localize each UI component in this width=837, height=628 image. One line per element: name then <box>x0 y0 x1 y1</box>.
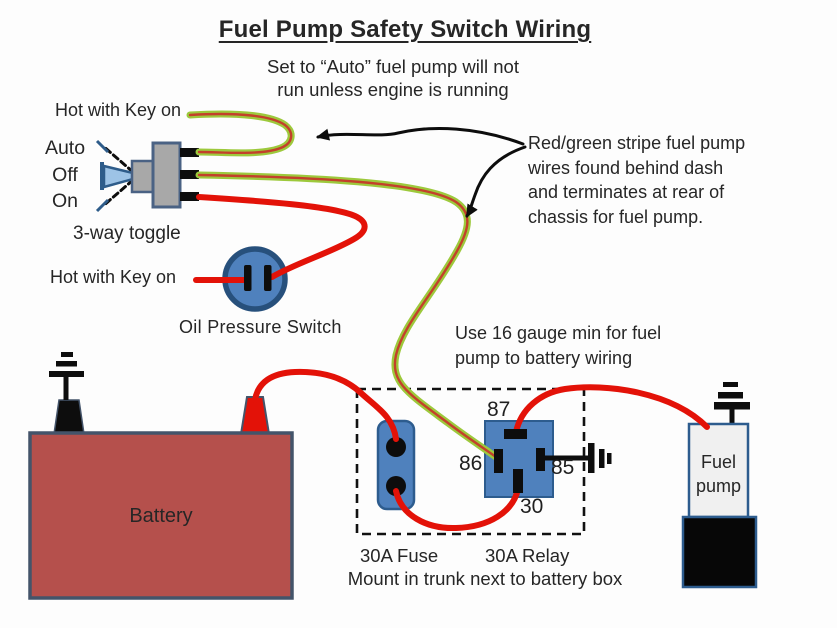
hot-with-key-on-bottom-label: Hot with Key on <box>50 267 177 287</box>
wire-toggle-to-oil-switch <box>196 194 368 280</box>
wire-gauge-note: Use 16 gauge min for fuel pump to batter… <box>455 321 695 370</box>
ground-icon <box>544 443 612 473</box>
relay-pin-85 <box>536 448 545 471</box>
relay-pin-86-label: 86 <box>459 452 483 475</box>
note-line: pump to battery wiring <box>455 347 633 368</box>
relay-pin-30 <box>513 469 523 493</box>
relay-pin-85-label: 85 <box>551 456 575 479</box>
wire-fuse-to-relay-30 <box>393 486 521 532</box>
toggle-body <box>151 141 182 209</box>
note-line: Use 16 gauge min for fuel <box>455 323 662 343</box>
note-line: chassis for fuel pump. <box>528 206 704 227</box>
wire-battery-to-fuse <box>252 368 399 442</box>
fuse-label: 30A Fuse <box>360 545 439 566</box>
oil-switch-terminal-right <box>264 265 272 291</box>
mount-note: Mount in trunk next to battery box <box>347 568 623 589</box>
fuse-holder <box>376 419 416 511</box>
wire-toggle-to-relay-86 <box>195 171 500 461</box>
wire-relay-87-to-fuel-pump <box>513 384 710 435</box>
toggle-pin-top <box>180 148 199 157</box>
note-line: and terminates at rear of <box>528 182 725 202</box>
note-line: Red/green stripe fuel pump <box>528 133 746 153</box>
oil-pressure-switch-label: Oil Pressure Switch <box>179 317 342 337</box>
toggle-position-auto: Auto <box>44 137 86 159</box>
fuel-pump-bottom <box>681 515 758 589</box>
arrow-to-chassis-wire <box>465 145 527 218</box>
subtitle-line: Set to “Auto” fuel pump will not <box>267 56 519 77</box>
fuel-pump-label: Fuel pump <box>689 450 748 498</box>
stripe-wire-note: Red/green stripe fuel pump wires found b… <box>528 131 788 229</box>
battery-negative-terminal <box>53 399 85 435</box>
relay-pin-86 <box>494 449 503 473</box>
subtitle-line: run unless engine is running <box>277 79 509 100</box>
relay-label: 30A Relay <box>485 545 570 566</box>
trunk-box-outline <box>355 387 586 536</box>
annotation-arrows <box>316 127 527 218</box>
toggle-pin-bottom <box>180 192 199 201</box>
subtitle: Set to “Auto” fuel pump will not run unl… <box>0 55 786 101</box>
fuel-pump <box>681 382 758 589</box>
relay-pin-87-label: 87 <box>487 398 511 421</box>
toggle-switch <box>95 139 199 213</box>
toggle-position-off: Off <box>52 164 78 186</box>
note-line: wires found behind dash <box>528 157 724 178</box>
battery-label: Battery <box>129 505 193 527</box>
battery <box>28 352 294 600</box>
ground-icon <box>714 382 750 425</box>
toggle-switch-label: 3-way toggle <box>73 223 181 244</box>
fuel-pump-top <box>687 422 750 519</box>
toggle-pin-middle <box>180 170 199 179</box>
wire-hot-key-top <box>186 110 295 157</box>
fuse-terminal-bottom <box>386 476 406 496</box>
fuel-pump-label-line: Fuel <box>700 452 736 472</box>
ground-icon <box>49 352 84 400</box>
hot-with-key-on-top-label: Hot with Key on <box>55 100 182 120</box>
page-title: Fuel Pump Safety Switch Wiring <box>218 16 592 43</box>
relay-pin-30-label: 30 <box>520 495 544 518</box>
oil-switch-terminal-left <box>244 265 252 291</box>
arrow-to-dash-wires <box>316 127 525 146</box>
battery-body <box>28 431 294 600</box>
fuel-pump-label-line: pump <box>695 476 742 496</box>
toggle-position-on: On <box>51 190 78 212</box>
fuse-terminal-top <box>386 437 406 457</box>
relay-pin-87 <box>504 429 527 439</box>
